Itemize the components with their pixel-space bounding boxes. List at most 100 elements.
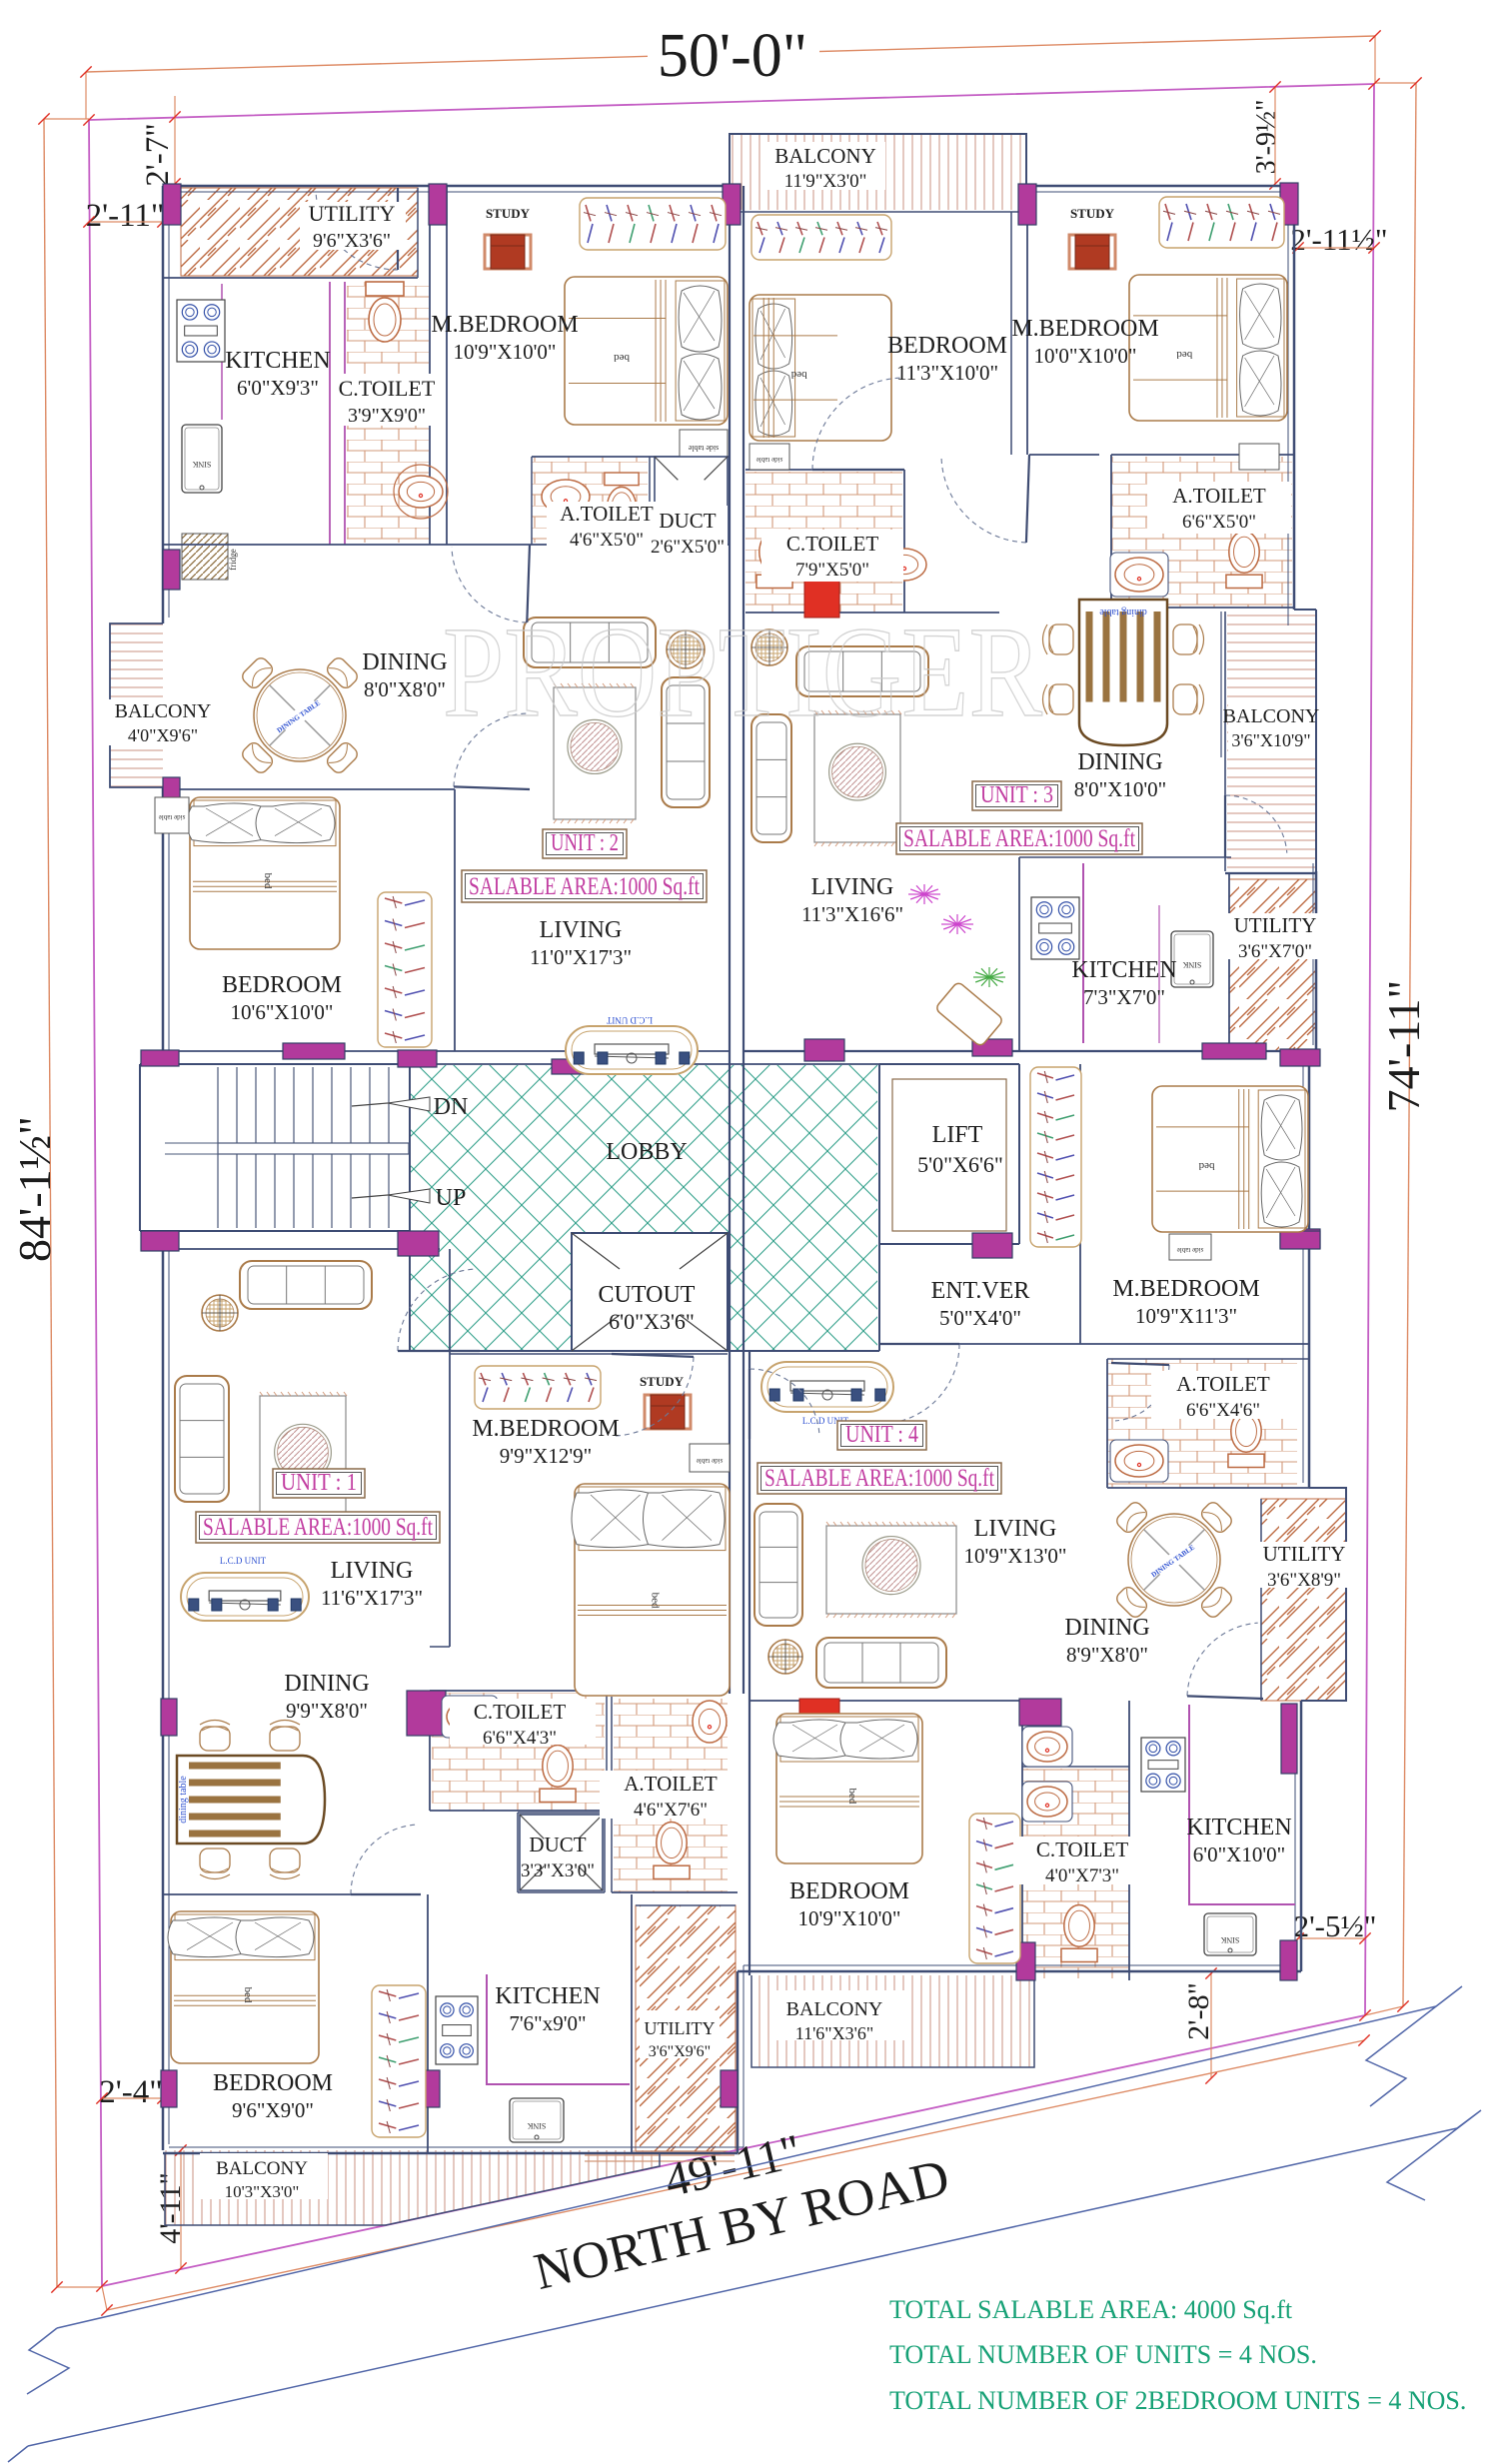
svg-text:2'6"X5'0": 2'6"X5'0" (651, 537, 725, 558)
svg-text:side table: side table (159, 813, 186, 821)
svg-text:DUCT: DUCT (529, 1833, 586, 1856)
svg-text:UNIT : 3: UNIT : 3 (980, 782, 1053, 808)
svg-text:7'9"X5'0": 7'9"X5'0" (795, 560, 869, 581)
svg-text:TOTAL NUMBER OF UNITS = 4 NOS.: TOTAL NUMBER OF UNITS = 4 NOS. (889, 2340, 1317, 2369)
svg-text:4'-11": 4'-11" (154, 2172, 187, 2244)
svg-text:6'6"X5'0": 6'6"X5'0" (1182, 512, 1256, 533)
svg-text:UTILITY: UTILITY (645, 2018, 716, 2038)
svg-text:bed: bed (242, 1987, 254, 2003)
svg-text:84'-1½": 84'-1½" (9, 1116, 60, 1262)
svg-text:SALABLE AREA:1000 Sq.ft: SALABLE AREA:1000 Sq.ft (903, 825, 1135, 852)
svg-text:LIVING: LIVING (811, 874, 894, 900)
svg-text:A.TOILET: A.TOILET (560, 502, 654, 526)
svg-text:2'-5½": 2'-5½" (1294, 1908, 1377, 1943)
svg-text:STUDY: STUDY (486, 206, 531, 221)
svg-text:side table: side table (756, 456, 783, 464)
svg-text:6'6"X4'6": 6'6"X4'6" (1186, 1400, 1260, 1421)
svg-text:bed: bed (1176, 349, 1192, 361)
svg-text:BALCONY: BALCONY (1223, 705, 1320, 727)
svg-text:bed: bed (614, 352, 630, 364)
svg-text:2'-11": 2'-11" (86, 198, 165, 234)
svg-text:11'9"X3'0": 11'9"X3'0" (784, 171, 867, 192)
svg-text:UNIT : 1: UNIT : 1 (281, 1470, 357, 1496)
svg-text:DINING: DINING (362, 649, 447, 675)
svg-text:3'6"X7'0": 3'6"X7'0" (1238, 941, 1312, 962)
svg-text:L.C.D UNIT: L.C.D UNIT (606, 1015, 653, 1025)
svg-text:10'0"X10'0": 10'0"X10'0" (1034, 344, 1137, 368)
svg-text:9'6"X3'6": 9'6"X3'6" (313, 230, 391, 252)
svg-text:7'6"x9'0": 7'6"x9'0" (509, 2011, 586, 2035)
svg-text:8'9"X8'0": 8'9"X8'0" (1066, 1643, 1148, 1667)
svg-text:9'9"X12'9": 9'9"X12'9" (500, 1444, 592, 1468)
svg-text:UNIT : 2: UNIT : 2 (551, 830, 619, 856)
svg-text:BEDROOM: BEDROOM (789, 1878, 909, 1904)
svg-text:PROPTIGER: PROPTIGER (443, 601, 1042, 744)
svg-text:7'3"X7'0": 7'3"X7'0" (1083, 985, 1165, 1009)
svg-text:8'0"X10'0": 8'0"X10'0" (1074, 777, 1166, 801)
svg-text:BEDROOM: BEDROOM (213, 2070, 333, 2096)
svg-text:10'3"X3'0": 10'3"X3'0" (225, 2182, 300, 2201)
svg-text:M.BEDROOM: M.BEDROOM (431, 312, 578, 338)
svg-text:3'6"X8'9": 3'6"X8'9" (1267, 1570, 1341, 1591)
svg-text:bed: bed (262, 873, 274, 889)
svg-text:bed: bed (1198, 1160, 1214, 1172)
svg-text:5'0"X6'6": 5'0"X6'6" (917, 1152, 1003, 1177)
svg-text:10'9"X11'3": 10'9"X11'3" (1135, 1304, 1237, 1328)
svg-text:10'9"X10'0": 10'9"X10'0" (454, 340, 557, 364)
svg-text:side table: side table (688, 444, 719, 453)
svg-text:C.TOILET: C.TOILET (474, 1700, 567, 1724)
svg-text:KITCHEN: KITCHEN (1186, 1815, 1291, 1841)
svg-text:UTILITY: UTILITY (1234, 913, 1317, 937)
svg-text:DINING: DINING (284, 1671, 369, 1697)
svg-text:side table: side table (1177, 1246, 1204, 1254)
svg-text:9'9"X8'0": 9'9"X8'0" (286, 1699, 368, 1723)
svg-text:UP: UP (436, 1185, 467, 1211)
svg-text:UNIT : 4: UNIT : 4 (845, 1422, 918, 1448)
svg-text:8'0"X8'0": 8'0"X8'0" (364, 677, 446, 701)
svg-text:6'6"X4'3": 6'6"X4'3" (483, 1728, 557, 1749)
svg-text:C.TOILET: C.TOILET (786, 532, 879, 556)
svg-text:A.TOILET: A.TOILET (624, 1772, 718, 1796)
svg-text:C.TOILET: C.TOILET (339, 376, 436, 401)
svg-text:dining table: dining table (1099, 607, 1147, 617)
svg-text:LIVING: LIVING (540, 917, 623, 943)
svg-text:DINING: DINING (1077, 749, 1162, 775)
svg-text:TOTAL NUMBER OF 2BEDROOM UNITS: TOTAL NUMBER OF 2BEDROOM UNITS = 4 NOS. (889, 2386, 1466, 2415)
svg-text:9'6"X9'0": 9'6"X9'0" (232, 2098, 314, 2122)
svg-text:A.TOILET: A.TOILET (1172, 484, 1266, 508)
svg-text:4'0"X9'6": 4'0"X9'6" (128, 725, 198, 745)
svg-text:KITCHEN: KITCHEN (225, 348, 330, 374)
svg-text:SINK: SINK (527, 2121, 546, 2130)
svg-text:6'0"X9'3": 6'0"X9'3" (237, 376, 319, 400)
svg-text:bed: bed (846, 1789, 858, 1805)
svg-text:UTILITY: UTILITY (309, 201, 396, 226)
svg-text:side table: side table (697, 1457, 724, 1465)
svg-text:2'-7": 2'-7" (140, 123, 176, 186)
svg-text:SALABLE AREA:1000 Sq.ft: SALABLE AREA:1000 Sq.ft (764, 1465, 994, 1492)
svg-text:LIVING: LIVING (974, 1516, 1057, 1542)
svg-text:KITCHEN: KITCHEN (1071, 957, 1176, 983)
svg-text:STUDY: STUDY (640, 1374, 685, 1389)
svg-text:3'9"X9'0": 3'9"X9'0" (348, 405, 426, 427)
svg-text:11'0"X17'3": 11'0"X17'3" (530, 945, 632, 969)
svg-text:11'6"X3'6": 11'6"X3'6" (795, 2023, 874, 2043)
svg-text:KITCHEN: KITCHEN (495, 1983, 600, 2009)
svg-text:dining table: dining table (178, 1776, 189, 1824)
svg-text:5'0"X4'0": 5'0"X4'0" (939, 1306, 1021, 1330)
svg-text:M.BEDROOM: M.BEDROOM (1011, 316, 1158, 342)
svg-text:3'6"X9'6": 3'6"X9'6" (649, 2043, 711, 2060)
svg-text:SINK: SINK (192, 460, 211, 469)
svg-text:fridge: fridge (228, 549, 238, 571)
svg-text:M.BEDROOM: M.BEDROOM (1112, 1276, 1259, 1302)
svg-text:SALABLE AREA:1000 Sq.ft: SALABLE AREA:1000 Sq.ft (203, 1514, 433, 1541)
svg-text:DUCT: DUCT (659, 509, 716, 533)
svg-text:2'-8": 2'-8" (1182, 1982, 1215, 2040)
svg-text:SINK: SINK (1182, 960, 1201, 969)
svg-text:11'3"X10'0": 11'3"X10'0" (896, 361, 998, 385)
svg-text:BALCONY: BALCONY (786, 1998, 883, 2020)
svg-text:LIFT: LIFT (932, 1122, 983, 1148)
svg-text:4'0"X7'3": 4'0"X7'3" (1045, 1865, 1119, 1886)
svg-text:CUTOUT: CUTOUT (599, 1282, 696, 1308)
svg-text:STUDY: STUDY (1070, 206, 1115, 221)
svg-text:A.TOILET: A.TOILET (1176, 1372, 1270, 1396)
